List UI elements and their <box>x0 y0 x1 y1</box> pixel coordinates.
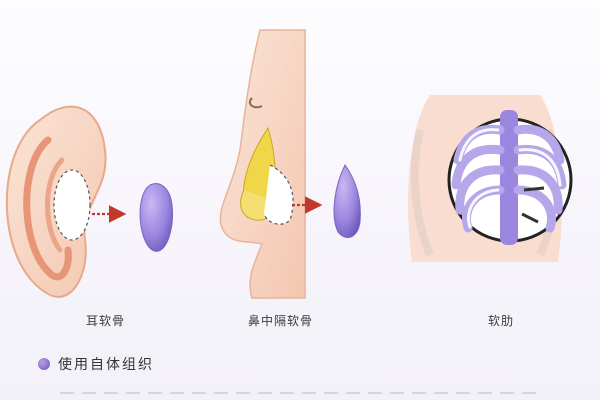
nasal-septum-cartilage-label: 鼻中隔软骨 <box>248 314 314 328</box>
legend: 使用自体组织 <box>38 354 154 374</box>
legend-dot-icon <box>38 358 50 370</box>
ribcage-illustration <box>408 95 573 262</box>
ear-cartilage-graft-icon <box>139 183 174 252</box>
rib-cartilage-label: 软肋 <box>488 314 515 328</box>
nose-cartilage-graft-icon <box>333 164 361 238</box>
legend-text: 使用自体组织 <box>58 357 154 373</box>
ear-cartilage-label: 耳软骨 <box>86 314 126 328</box>
ear-illustration <box>5 105 107 298</box>
nose-profile-illustration <box>219 29 306 299</box>
footer-dashed-line <box>60 392 540 394</box>
